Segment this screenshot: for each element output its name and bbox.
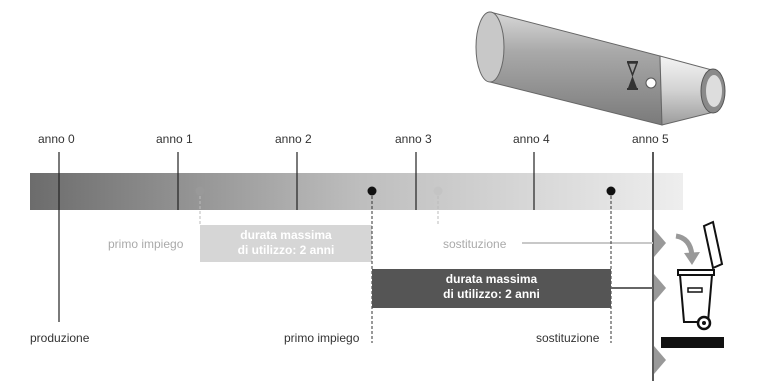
- hourglass-icon: [626, 61, 639, 90]
- max-duration-text: durata massima di utilizzo: 2 anni: [372, 272, 611, 302]
- box-line-1: durata massima: [240, 228, 332, 242]
- first-use-label-faded: primo impiego: [108, 237, 184, 251]
- replacement-label: sostituzione: [536, 331, 600, 345]
- production-label: produzione: [30, 331, 90, 345]
- year-label-4: anno 4: [513, 132, 550, 146]
- arrow-heads: [654, 229, 666, 374]
- recycling-bin-icon: [661, 220, 724, 348]
- max-duration-text-faded: durata massima di utilizzo: 2 anni: [200, 228, 372, 258]
- second-cycle: [367, 186, 653, 343]
- replacement-dot: [433, 186, 443, 196]
- year-label-2: anno 2: [275, 132, 312, 146]
- year-label-3: anno 3: [395, 132, 432, 146]
- year-label-5: anno 5: [632, 132, 669, 146]
- year-label-1: anno 1: [156, 132, 193, 146]
- device-illustration: [475, 11, 726, 126]
- max-duration-box-faded: [200, 225, 372, 262]
- disposal-arrow: [675, 233, 695, 256]
- first-use-dot: [367, 186, 377, 196]
- timeline-bar: [30, 173, 683, 210]
- first-cycle: [195, 186, 653, 262]
- first-use-dot: [195, 186, 205, 196]
- year-label-0: anno 0: [38, 132, 75, 146]
- first-use-label: primo impiego: [284, 331, 360, 345]
- box-line-1: durata massima: [445, 272, 538, 286]
- replacement-dot: [606, 186, 616, 196]
- year-ticks: [58, 152, 654, 381]
- replacement-label-faded: sostituzione: [443, 237, 507, 251]
- box-line-2: di utilizzo: 2 anni: [237, 243, 335, 257]
- max-duration-box: [372, 269, 611, 308]
- box-line-2: di utilizzo: 2 anni: [443, 287, 540, 301]
